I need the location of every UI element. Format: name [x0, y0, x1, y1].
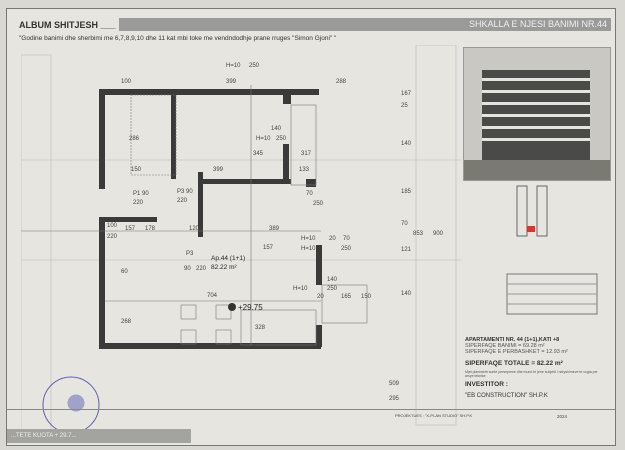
dimension-label: 399 [226, 79, 237, 85]
dimension-label: 389 [269, 226, 280, 232]
dimension-label: 120 [189, 226, 200, 232]
dimension-label: 853 [413, 231, 424, 237]
dimension-label: 220 [107, 234, 118, 240]
dimension-label: P3 90 [177, 189, 193, 195]
title-block [7, 409, 615, 430]
location-key-plan [516, 185, 548, 237]
designer-label: PROJEKTUES : "X-PLAN STUDIO" SH.P.K [395, 413, 473, 418]
dimension-label: 220 [177, 198, 188, 204]
unit-banner: SHKALLA E NJESI BANIMI NR.44 [119, 18, 611, 31]
dimension-label: 165 [341, 294, 352, 300]
dimension-label: 328 [255, 325, 266, 331]
dimension-label: H=10 [301, 246, 316, 252]
dimension-label: 250 [341, 246, 352, 252]
dimension-label: 121 [401, 247, 412, 253]
elevation-label: +29.75 [238, 303, 263, 312]
dimension-label: 509 [389, 381, 400, 387]
dimension-label: H=10 [293, 286, 308, 292]
dimension-label: 288 [336, 79, 347, 85]
elevation-sketch [506, 273, 598, 315]
apartment-label: Ap.44 (1+1) [211, 255, 245, 262]
dimension-label: SIPERFAQE TOTALE = 82.22 m² [465, 360, 563, 367]
dimension-label: 157 [263, 245, 274, 251]
elevation-marker-icon [228, 303, 236, 311]
dimension-label: 140 [327, 277, 338, 283]
building-subtitle: "Godine banimi dhe sherbimi me 6,7,8,9,1… [19, 35, 337, 42]
dimension-label: H=10 [226, 63, 241, 69]
dimension-label: 317 [301, 151, 312, 157]
dimension-label: 20 [317, 294, 324, 300]
dimension-label: 250 [249, 63, 260, 69]
dimension-label: SIPERFAQE BANIMI = 69.28 m² [465, 343, 545, 349]
dimension-label: 140 [271, 126, 282, 132]
dimension-label: INVESTITOR : [465, 381, 508, 388]
dimension-label: P1 90 [133, 191, 149, 197]
dimension-label: 60 [121, 269, 128, 275]
dimension-label: 70 [401, 221, 408, 227]
dimension-label: APARTAMENTI NR. 44 (1+1),KATI +8 [465, 337, 560, 343]
dimension-label: 900 [433, 231, 444, 237]
dimension-label: 295 [389, 396, 400, 402]
dimension-label: H=10 [301, 236, 316, 242]
apartment-area: 82.22 m² [211, 264, 237, 271]
year-label: 2024 [557, 414, 568, 419]
dimension-label: "EB CONSTRUCTION" SH.P.K [465, 393, 548, 399]
dimension-label: 150 [131, 167, 142, 173]
dimension-label: 70 [343, 236, 350, 242]
dimension-label: 268 [121, 319, 132, 325]
dimension-label: 133 [299, 167, 310, 173]
dimension-label: 250 [313, 201, 324, 207]
dimension-label: 70 [306, 191, 313, 197]
dimension-label: SIPERFAQE E PERBASHKET = 12.93 m² [465, 349, 568, 355]
walls [99, 89, 322, 349]
dimension-label: P3 [186, 251, 194, 257]
dimension-label: 20 [329, 236, 336, 242]
dimension-label: 167 [401, 91, 412, 97]
floor-plan: 100 399 288 H=10 250 140 H=10 250 286 34… [21, 45, 461, 436]
dimension-label: 140 [401, 141, 412, 147]
bottom-band: ...TETE KUOTA + 29.7... [7, 429, 191, 443]
dimension-label: 286 [129, 136, 140, 142]
floor-plan-sheet: ALBUM SHITJESH ___ SHKALLA E NJESI BANIM… [6, 8, 616, 446]
dimension-label: 250 [276, 136, 287, 142]
building-rendering [463, 47, 611, 181]
album-title: ALBUM SHITJESH ___ [19, 20, 116, 30]
dimension-label: 157 [125, 226, 136, 232]
dimension-label: 90 [184, 266, 191, 272]
dimension-label: Mjet planimetri sunte perseprese dhe mun… [465, 370, 598, 378]
dimension-label: 185 [401, 189, 412, 195]
dimension-label: 150 [361, 294, 372, 300]
apartment-info: APARTAMENTI NR. 44 (1+1),KATI +8 SIPERFA… [465, 337, 607, 399]
dimension-label: H=10 [256, 136, 271, 142]
dimension-label: 345 [253, 151, 264, 157]
dimension-label: 140 [401, 291, 412, 297]
dimension-label: 220 [133, 200, 144, 206]
dimension-label: 100 [121, 79, 132, 85]
dimension-label: 178 [145, 226, 156, 232]
dimension-label: 250 [327, 286, 338, 292]
dimension-label: 220 [196, 266, 207, 272]
dimension-label: 704 [207, 293, 218, 299]
dimension-label: 399 [213, 167, 224, 173]
dimension-label: 100 [107, 223, 118, 229]
dimension-label: 25 [401, 103, 408, 109]
notary-stamp [42, 376, 100, 434]
